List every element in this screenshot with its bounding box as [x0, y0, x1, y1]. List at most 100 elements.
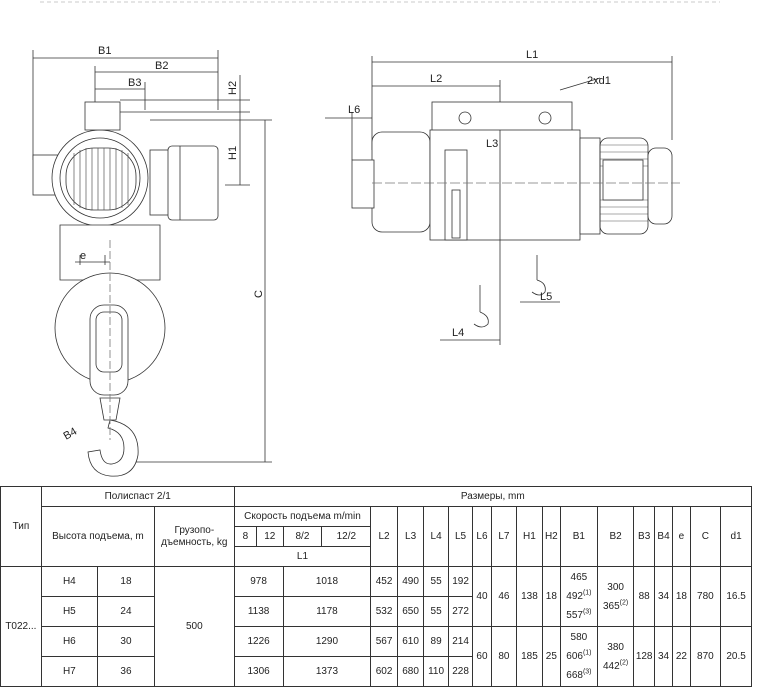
B2-value: 380	[607, 641, 624, 653]
label-H1: H1	[227, 146, 239, 160]
B2-value: 300	[607, 581, 624, 593]
B2-value: 365	[602, 600, 620, 612]
L4-cell: 110	[423, 656, 449, 687]
l1b-cell: 1018	[282, 566, 372, 597]
col-L5: L5	[447, 506, 474, 567]
label-d1: 2xd1	[587, 75, 611, 87]
col-B1: B1	[560, 506, 598, 567]
B1-value: 580	[570, 632, 588, 643]
L5-cell: 272	[447, 596, 474, 627]
height-cell: 30	[96, 626, 156, 657]
col-L3: L3	[396, 506, 425, 567]
L3-cell: 490	[396, 566, 425, 597]
side-view	[32, 50, 272, 477]
col-B4: B4	[653, 506, 674, 567]
col-L2: L2	[370, 506, 398, 567]
label-B3: B3	[128, 77, 141, 89]
dimensions-table: Тип Полиспаст 2/1 Размеры, mm Высота под…	[0, 486, 753, 687]
l1b-cell: 1178	[282, 596, 372, 627]
label-L3: L3	[486, 138, 498, 150]
B1-footnote: (3)	[582, 608, 592, 616]
l1b-cell: 1290	[282, 626, 372, 657]
L4-cell: 55	[423, 596, 449, 627]
col-L4: L4	[423, 506, 449, 567]
col-L6: L6	[472, 506, 492, 567]
label-L1: L1	[526, 49, 538, 61]
table-row: H5 24 1138 1178 532 650 55 272	[1, 596, 752, 627]
d1-cell: 16.5	[720, 566, 752, 627]
l1a-cell: 1138	[233, 596, 284, 627]
B1-cell: 465 492(1) 557(3)	[560, 566, 598, 627]
model-cell: H7	[40, 656, 98, 687]
label-B1: B1	[98, 45, 111, 57]
e-cell: 22	[672, 626, 691, 687]
B1-footnote: (1)	[582, 589, 592, 597]
label-B2: B2	[155, 60, 168, 72]
model-cell: H4	[40, 566, 98, 597]
label-C: C	[253, 290, 265, 298]
type-header: Тип	[0, 486, 42, 567]
speed-12-2: 12/2	[321, 526, 372, 547]
height-cell: 24	[96, 596, 156, 627]
L6-cell: 60	[472, 626, 492, 687]
label-e: e	[80, 250, 86, 262]
B1-footnote: (3)	[582, 668, 592, 676]
L3-cell: 650	[396, 596, 425, 627]
H2-cell: 18	[541, 566, 562, 627]
B1-cell: 580 606(1) 668(3)	[560, 626, 598, 687]
H2-cell: 25	[541, 626, 562, 687]
B1-value: 465	[570, 572, 588, 583]
polispast-header: Полиспаст 2/1	[40, 486, 235, 507]
label-L2: L2	[430, 73, 442, 85]
L7-cell: 80	[490, 626, 518, 687]
capacity-value: 500	[154, 566, 235, 687]
B4-cell: 34	[653, 626, 674, 687]
B3-cell: 128	[633, 626, 655, 687]
B2-cell: 300 365(2)	[596, 566, 635, 627]
L3-cell: 610	[396, 626, 425, 657]
B4-cell: 34	[653, 566, 674, 627]
B1-value: 668	[566, 670, 583, 681]
speed-8-2: 8/2	[282, 526, 323, 547]
C-cell: 870	[689, 626, 722, 687]
col-B2: B2	[596, 506, 635, 567]
table-row: H7 36 1306 1373 602 680 110 228	[1, 656, 752, 687]
C-cell: 780	[689, 566, 722, 627]
L5-cell: 192	[447, 566, 474, 597]
B1-value: 492	[566, 591, 583, 602]
col-B3: B3	[633, 506, 655, 567]
label-L5: L5	[540, 291, 552, 303]
capacity-header-line2: дъемность, kg	[161, 536, 228, 548]
L4-cell: 55	[423, 566, 449, 597]
B2-cell: 380 442(2)	[596, 626, 635, 687]
speed-header: Скорость подъема m/min	[233, 506, 372, 527]
L2-cell: 532	[370, 596, 398, 627]
L5-cell: 228	[447, 656, 474, 687]
l1a-cell: 978	[233, 566, 284, 597]
sizes-header: Размеры, mm	[233, 486, 753, 507]
col-L7: L7	[490, 506, 518, 567]
height-cell: 18	[96, 566, 156, 597]
label-L4: L4	[452, 327, 464, 339]
l1a-cell: 1306	[233, 656, 284, 687]
d1-cell: 20.5	[720, 626, 752, 687]
e-cell: 18	[672, 566, 691, 627]
table-row: T022... H4 18 500 978 1018 452 490 55 19…	[0, 566, 752, 687]
col-C: C	[689, 506, 722, 567]
height-header: Высота подъема, m	[40, 506, 156, 567]
speed-12: 12	[256, 526, 284, 547]
capacity-header: Грузопо-дъемность, kg	[154, 506, 235, 567]
height-cell: 36	[96, 656, 156, 687]
col-H2: H2	[541, 506, 562, 567]
B3-cell: 88	[633, 566, 655, 627]
B1-footnote: (1)	[582, 649, 592, 657]
front-view	[325, 56, 680, 345]
L2-cell: 602	[370, 656, 398, 687]
model-cell: H5	[40, 596, 98, 627]
l1a-cell: 1226	[233, 626, 284, 657]
l1b-cell: 1373	[282, 656, 372, 687]
B2-footnote: (2)	[619, 659, 629, 667]
model-cell: H6	[40, 626, 98, 657]
L4-cell: 89	[423, 626, 449, 657]
B1-value: 557	[566, 610, 583, 621]
